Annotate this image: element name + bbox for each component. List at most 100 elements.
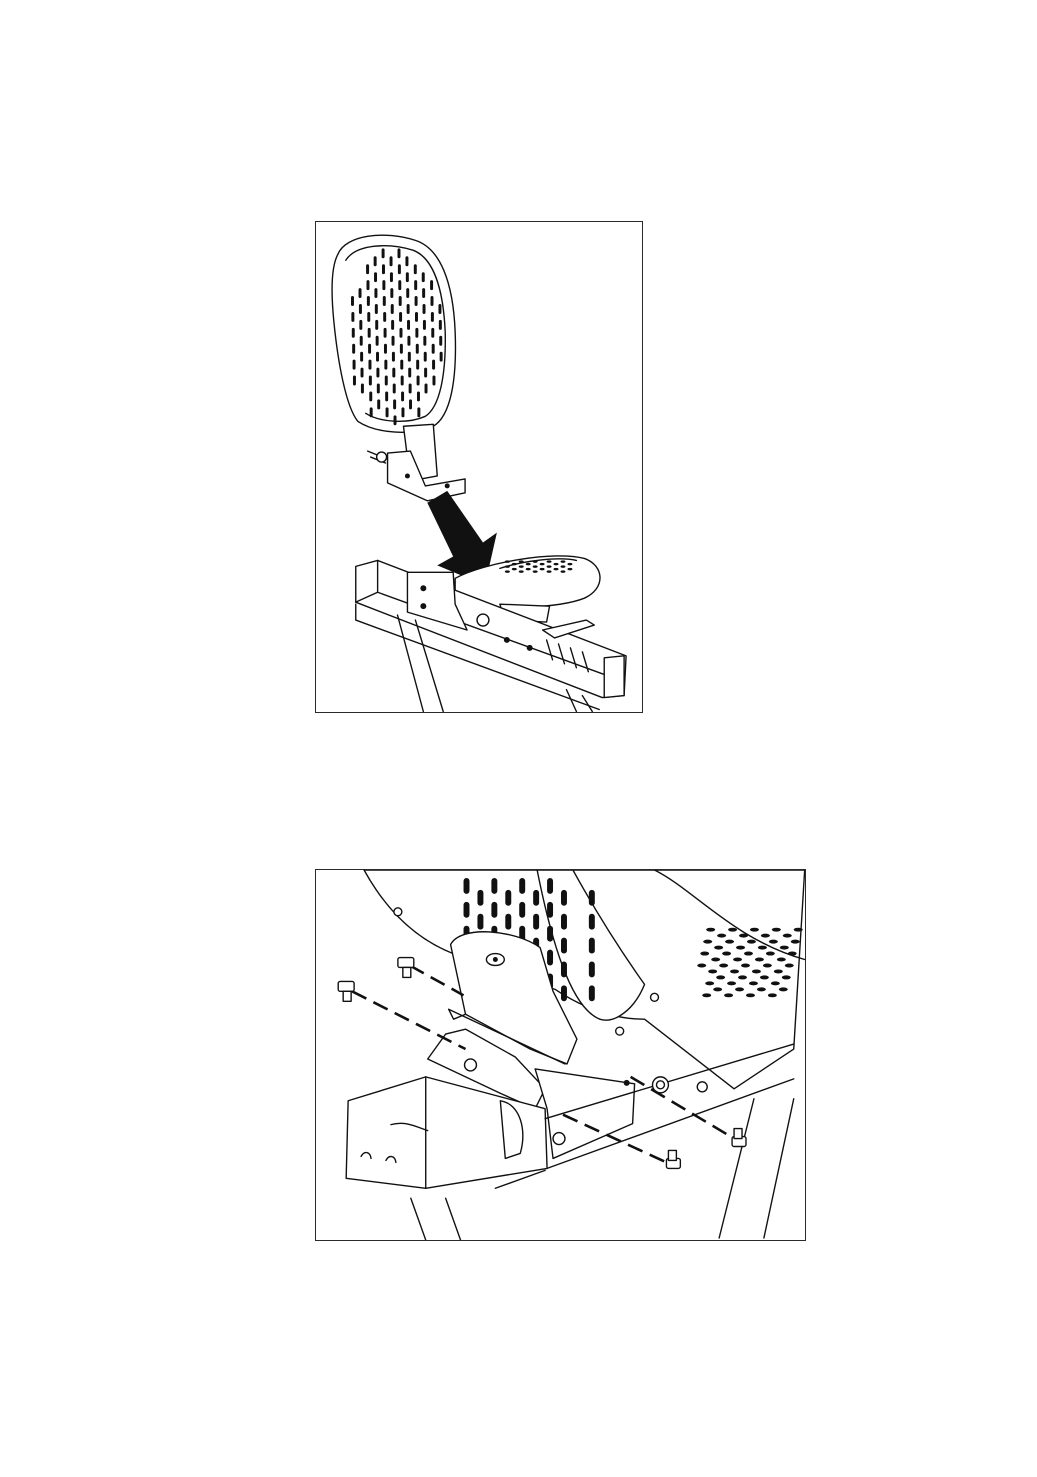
vent-hole (390, 288, 394, 299)
vent-hole (547, 877, 554, 894)
vent-hole (519, 877, 526, 894)
vent-hole (738, 975, 747, 980)
vent-hole (779, 945, 789, 950)
vent-hole (533, 889, 540, 906)
vent-hole (765, 951, 775, 956)
vent-hole (560, 961, 567, 978)
vent-hole (407, 319, 411, 330)
vent-hole (745, 993, 755, 998)
vent-hole (547, 901, 554, 918)
seat-rail-icon (345, 1043, 795, 1240)
vent-hole (405, 272, 409, 283)
vent-hole (697, 963, 707, 968)
backrest-vent-holes (350, 248, 443, 426)
down-arrow-icon (427, 490, 497, 586)
vent-hole (588, 937, 595, 954)
vent-hole (511, 567, 517, 571)
vent-hole (383, 311, 387, 322)
vent-hole (728, 927, 738, 932)
vent-hole (724, 993, 734, 998)
vent-hole (525, 562, 531, 566)
bracket-icon (427, 931, 636, 1160)
backrest-post-icon (366, 423, 466, 502)
vent-hole (547, 925, 554, 942)
vent-hole (491, 901, 498, 918)
vent-hole (553, 567, 559, 571)
vent-hole (406, 304, 410, 314)
vent-hole (373, 256, 377, 267)
vent-hole (352, 343, 356, 354)
vent-hole (711, 957, 721, 962)
vent-hole (368, 343, 372, 354)
vent-hole (376, 367, 380, 378)
vent-hole (746, 939, 756, 944)
vent-hole (438, 304, 442, 314)
vent-hole (588, 889, 595, 906)
vent-hole (511, 562, 517, 566)
vent-hole (560, 570, 566, 573)
vent-hole (423, 351, 427, 362)
vent-hole (759, 975, 769, 980)
vent-hole (768, 939, 778, 944)
vent-hole (714, 945, 724, 950)
seat-vent-holes (504, 560, 573, 573)
vent-hole (751, 969, 761, 974)
vent-hole (407, 351, 411, 362)
vent-hole (351, 327, 355, 338)
bracket-bolts-illustration (337, 870, 805, 1240)
vent-hole (398, 296, 402, 306)
vent-hole (438, 319, 442, 330)
vent-hole (389, 256, 393, 267)
vent-hole (424, 367, 428, 378)
vent-hole (784, 963, 794, 968)
vent-hole (392, 383, 396, 394)
vent-hole (757, 945, 767, 950)
vent-hole (430, 311, 434, 322)
vent-hole (423, 335, 427, 346)
vent-hole (722, 951, 732, 956)
vent-hole (491, 877, 498, 894)
vent-hole (518, 565, 524, 568)
vent-hole (397, 264, 401, 275)
vent-hole (359, 335, 363, 346)
vent-hole (399, 343, 403, 354)
vent-hole (762, 963, 772, 968)
figure-backrest-bracket-bolts (315, 869, 806, 1241)
bolt-icon (337, 956, 747, 1170)
vent-hole (560, 889, 567, 906)
vent-hole (588, 961, 595, 978)
vent-hole (375, 319, 379, 330)
vent-hole (782, 933, 792, 938)
vent-hole (414, 296, 418, 306)
vent-hole (477, 889, 484, 906)
vent-hole (719, 963, 729, 968)
vent-hole (431, 343, 435, 354)
vent-hole (407, 335, 411, 346)
vent-hole (505, 889, 512, 906)
vent-hole (505, 913, 512, 930)
vent-hole (560, 985, 567, 1002)
vent-hole (518, 560, 524, 563)
vent-hole (504, 565, 510, 568)
vent-hole (736, 945, 746, 950)
vent-hole (360, 367, 364, 378)
vent-hole (713, 987, 723, 992)
vent-hole (417, 407, 421, 418)
vent-hole (415, 327, 419, 338)
vent-hole (588, 985, 595, 1002)
vent-hole (702, 993, 712, 998)
vent-hole (547, 949, 554, 966)
vent-hole (546, 560, 552, 563)
vent-hole (735, 987, 745, 992)
vent-hole (413, 264, 417, 275)
vent-hole (703, 939, 713, 944)
vent-hole (360, 383, 364, 394)
vent-hole (381, 248, 385, 259)
vent-hole (375, 335, 379, 346)
vent-hole (439, 351, 443, 362)
vent-hole (431, 327, 435, 338)
vent-hole (374, 272, 378, 283)
vent-hole (408, 367, 412, 378)
vent-hole (773, 969, 783, 974)
vent-hole (358, 304, 362, 314)
